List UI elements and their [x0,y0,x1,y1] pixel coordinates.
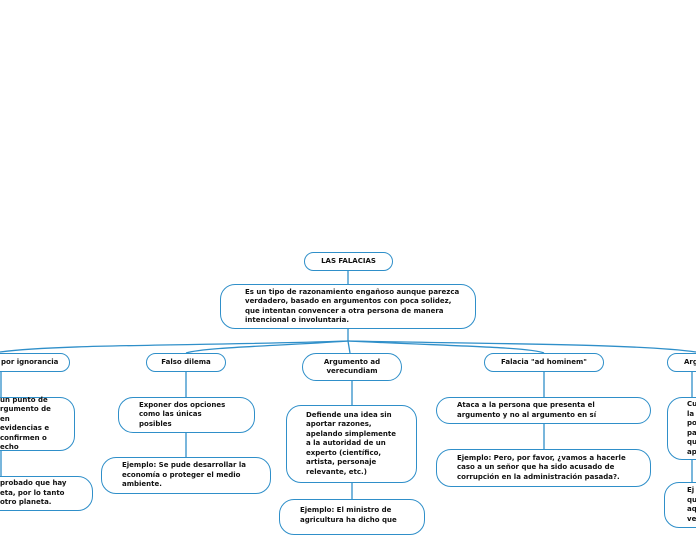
branch-5-example: Ej qu aq ve [687,486,696,523]
branch-ignorancia-example: probado que hay eta, por lo tanto otro p… [0,479,67,507]
connector-hub-branch-4 [347,340,545,354]
branch-ignorancia-description-node[interactable]: un punto de rgumento de en evidencias e … [0,395,75,452]
branch-falso-dilema-description: Exponer dos opciones como las únicas pos… [139,400,226,428]
branch-verecundiam-title: Argumento ad verecundiam [323,357,381,376]
connector-hub-branch-2 [185,340,349,354]
branch-ad-hominem-title-node[interactable]: Falacia "ad hominem" [484,353,604,372]
branch-falso-dilema-title: Falso dilema [161,357,211,366]
connector-hub-branch-3 [347,340,351,354]
branch-5-title: Arg [684,357,696,366]
connector-hub-branch-1 [0,340,349,353]
branch-5-title-node[interactable]: Arg [667,353,696,372]
branch-verecundiam-description: Defiende una idea sin aportar razones, a… [306,410,396,476]
branch-5-description-node[interactable]: Cu la po pa qu ap [667,397,696,460]
branch-falso-dilema-example-node[interactable]: Ejemplo: Se pude desarrollar la economía… [101,457,271,494]
branch-verecundiam-example: Ejemplo: El ministro de agricultura ha d… [300,506,397,524]
branch-ignorancia-example-node[interactable]: probado que hay eta, por lo tanto otro p… [0,476,93,511]
branch-falso-dilema-example: Ejemplo: Se pude desarrollar la economía… [122,461,246,489]
branch-ignorancia-description: un punto de rgumento de en evidencias e … [0,395,51,452]
branch-ad-hominem-title: Falacia "ad hominem" [501,357,587,366]
branch-ad-hominem-example: Ejemplo: Pero, por favor, ¿vamos a hacer… [457,453,626,481]
definition-node[interactable]: Es un tipo de razonamiento engañoso aunq… [220,284,476,329]
branch-ignorancia-title: por ignorancia [1,357,59,366]
branch-5-description: Cu la po pa qu ap [687,400,696,456]
definition-text: Es un tipo de razonamiento engañoso aunq… [245,287,460,325]
connector-lines [0,271,696,499]
root-title: LAS FALACIAS [321,256,376,265]
branch-5-example-node[interactable]: Ej qu aq ve [664,482,696,528]
branch-falso-dilema-description-node[interactable]: Exponer dos opciones como las únicas pos… [118,397,255,433]
branch-ad-hominem-description: Ataca a la persona que presenta el argum… [457,401,597,419]
branch-ignorancia-title-node[interactable]: por ignorancia [0,353,70,372]
connector-hub-branch-5 [347,340,696,353]
root-node[interactable]: LAS FALACIAS [304,252,393,271]
branch-falso-dilema-title-node[interactable]: Falso dilema [146,353,226,372]
branch-verecundiam-description-node[interactable]: Defiende una idea sin aportar razones, a… [286,405,417,483]
branch-verecundiam-title-node[interactable]: Argumento ad verecundiam [302,353,402,381]
branch-ad-hominem-example-node[interactable]: Ejemplo: Pero, por favor, ¿vamos a hacer… [436,449,651,487]
branch-ad-hominem-description-node[interactable]: Ataca a la persona que presenta el argum… [436,397,651,424]
branch-verecundiam-example-node[interactable]: Ejemplo: El ministro de agricultura ha d… [279,499,425,535]
